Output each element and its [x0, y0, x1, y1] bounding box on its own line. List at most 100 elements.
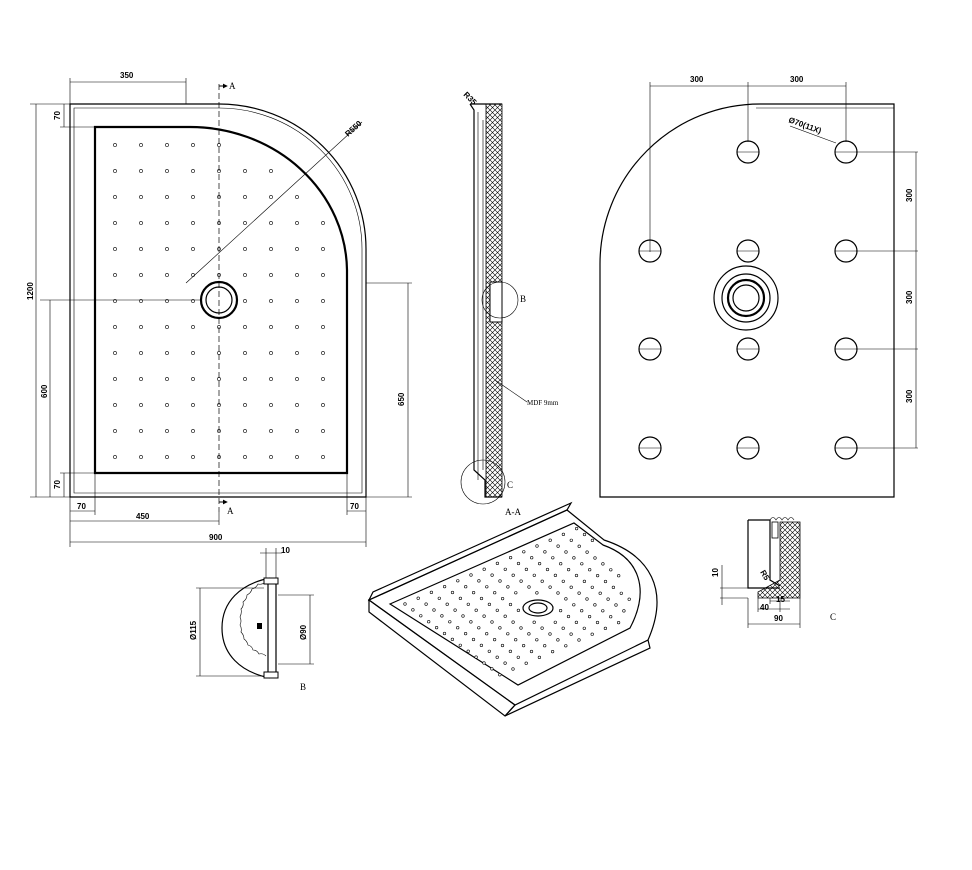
section-radius-label: R35 — [462, 90, 479, 107]
perspective-dot — [553, 620, 557, 624]
plan-dot — [295, 299, 299, 303]
perspective-dot — [611, 585, 616, 590]
perspective-dot — [548, 585, 552, 589]
perspective-dot — [543, 550, 547, 554]
detail-b-dimension-lines — [196, 548, 314, 677]
perspective-dot — [516, 655, 520, 659]
plan-dot — [243, 169, 247, 173]
perspective-dot — [511, 620, 515, 624]
perspective-dot — [521, 643, 526, 648]
perspective-dot — [540, 579, 544, 583]
dim-underside-right-300-b: 300 — [905, 290, 914, 304]
perspective-dot-grid — [403, 526, 631, 677]
plan-dot — [191, 221, 195, 225]
perspective-dot — [545, 567, 550, 572]
plan-dot — [113, 351, 117, 355]
plan-dot — [191, 351, 195, 355]
perspective-front-right-face — [504, 639, 651, 717]
perspective-dot — [501, 596, 505, 601]
perspective-dot — [609, 615, 613, 619]
perspective-dot — [588, 568, 592, 572]
plan-dot — [165, 325, 169, 329]
dim-underside-top-300-a: 300 — [690, 75, 704, 84]
plan-dot — [321, 351, 325, 355]
perspective-dot — [495, 561, 500, 566]
perspective-dot — [448, 620, 452, 624]
perspective-dot — [561, 532, 566, 537]
perspective-dot — [440, 614, 444, 618]
plan-outer-outline — [69, 103, 367, 498]
plan-dot — [165, 455, 169, 459]
plan-dot — [269, 325, 273, 329]
plan-dot — [139, 455, 143, 459]
detail-b-flange-cap-bottom — [263, 671, 279, 679]
perspective-dot — [598, 591, 602, 595]
plan-dot — [269, 429, 273, 433]
perspective-dot — [572, 603, 576, 607]
plan-dot — [295, 429, 299, 433]
plan-dot — [321, 299, 325, 303]
dim-detail-c-40: 40 — [760, 603, 769, 612]
plan-dot — [165, 221, 169, 225]
perspective-dot — [606, 597, 610, 601]
plan-dot — [113, 143, 117, 147]
plan-dot — [113, 455, 117, 459]
perspective-dot — [482, 661, 486, 665]
perspective-dot — [495, 655, 499, 659]
perspective-dot — [508, 602, 513, 607]
plan-dot — [269, 403, 273, 407]
perspective-dot — [472, 590, 476, 595]
perspective-dot — [519, 579, 523, 583]
perspective-dot — [587, 614, 592, 619]
plan-dot — [139, 377, 143, 381]
perspective-dot — [535, 591, 539, 595]
plan-dot — [165, 195, 169, 199]
perspective-dot — [622, 609, 626, 613]
plan-dot — [321, 455, 325, 459]
plan-dot — [113, 247, 117, 251]
plan-dot — [191, 325, 195, 329]
perspective-dot — [527, 585, 531, 589]
plan-dot — [243, 195, 247, 199]
section-a-label-bottom: A — [227, 506, 234, 516]
perspective-dot — [493, 637, 497, 642]
perspective-dot — [474, 655, 478, 659]
perspective-dot — [535, 638, 539, 642]
perspective-dot — [487, 602, 492, 607]
section-surface-outline — [469, 103, 502, 498]
perspective-dot — [569, 585, 573, 589]
plan-dot — [243, 221, 247, 225]
plan-dot — [139, 351, 143, 355]
perspective-dot — [556, 544, 560, 548]
perspective-dot — [485, 585, 489, 589]
plan-dot — [191, 273, 195, 277]
section-detail-b-circle — [481, 281, 519, 319]
perspective-dot — [577, 591, 581, 595]
plan-dot — [269, 377, 273, 381]
dim-underside-holes: Ø70(11X) — [787, 115, 823, 135]
perspective-dot — [540, 626, 544, 630]
perspective-dot — [514, 638, 518, 642]
detail-b-label: B — [300, 682, 306, 692]
perspective-dot — [445, 602, 449, 606]
perspective-dot — [595, 620, 600, 625]
perspective-dot — [495, 608, 499, 612]
plan-dot — [191, 377, 195, 381]
detail-c-view: 10 R5 15 40 90 C — [711, 517, 836, 628]
plan-dot — [243, 403, 247, 407]
plan-dot — [295, 377, 299, 381]
plan-dot — [139, 247, 143, 251]
plan-dot — [139, 429, 143, 433]
perspective-dot — [437, 596, 441, 600]
perspective-dot — [569, 538, 573, 542]
perspective-dot — [429, 590, 434, 595]
plan-dot — [191, 169, 195, 173]
plan-dot — [191, 403, 195, 407]
perspective-dot — [532, 620, 536, 624]
perspective-dot — [508, 649, 513, 654]
perspective-dot — [506, 632, 510, 636]
perspective-dot — [582, 579, 587, 584]
perspective-dot — [403, 602, 407, 606]
plan-dot — [269, 455, 273, 459]
